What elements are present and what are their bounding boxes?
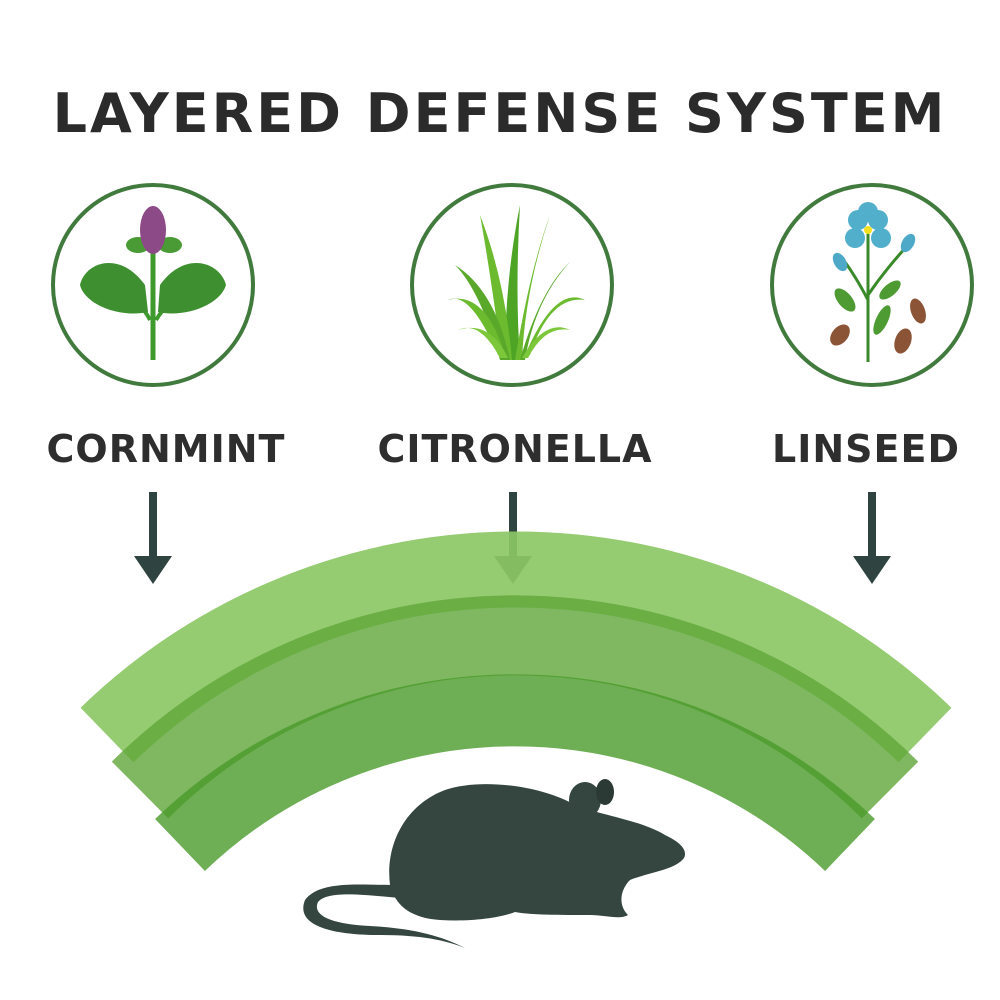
plant-circle-cornmint [51, 183, 255, 387]
plant-circle-linseed [770, 183, 974, 387]
defense-layer-middle [111, 595, 919, 819]
flax-flower-icon [830, 202, 926, 362]
plant-circle-citronella [410, 183, 614, 387]
defense-layer-outer [80, 531, 952, 763]
label-cornmint: CORNMINT [47, 427, 286, 471]
page-title: LAYERED DEFENSE SYSTEM [53, 82, 948, 145]
mint-plant-icon [80, 206, 226, 360]
mouse-silhouette [303, 779, 686, 948]
arrow-down-icon [853, 492, 891, 584]
arrow-down-icon [134, 492, 172, 584]
label-linseed: LINSEED [772, 427, 960, 471]
defense-layer-inner [155, 674, 875, 872]
label-citronella: CITRONELLA [377, 427, 652, 471]
grass-plant-icon [448, 205, 585, 360]
